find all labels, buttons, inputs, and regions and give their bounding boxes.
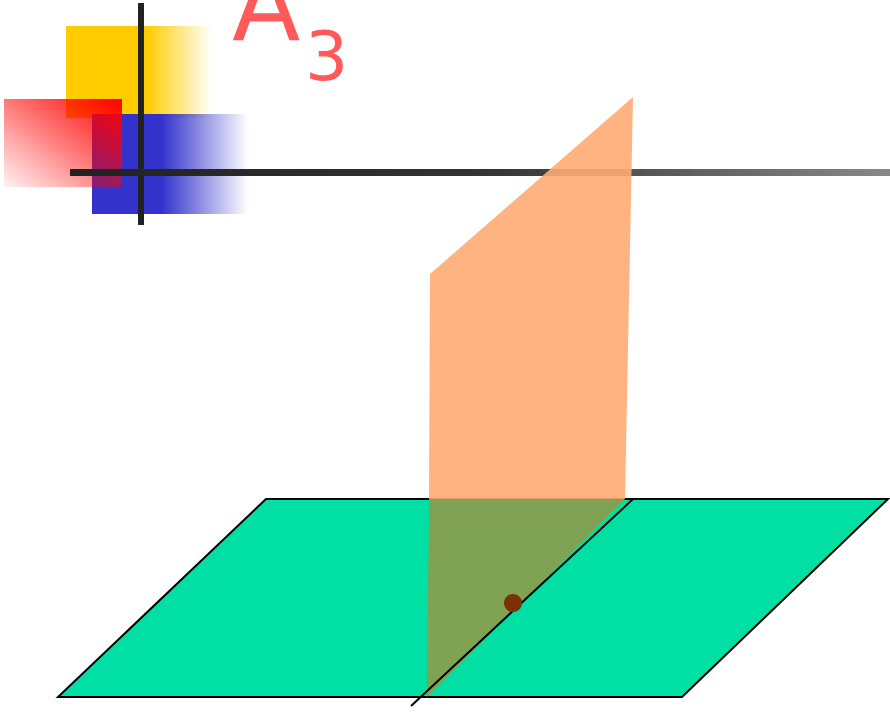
intersection-line (410, 498, 634, 707)
logo-vertical-rule (138, 3, 144, 225)
title-rule (70, 169, 890, 176)
decorative-squares-logo (4, 3, 248, 225)
slide-title-subscript: 3 (305, 18, 348, 97)
vertical-plane (429, 97, 633, 499)
point-marker (504, 594, 522, 612)
slide-title: A (232, 0, 300, 64)
